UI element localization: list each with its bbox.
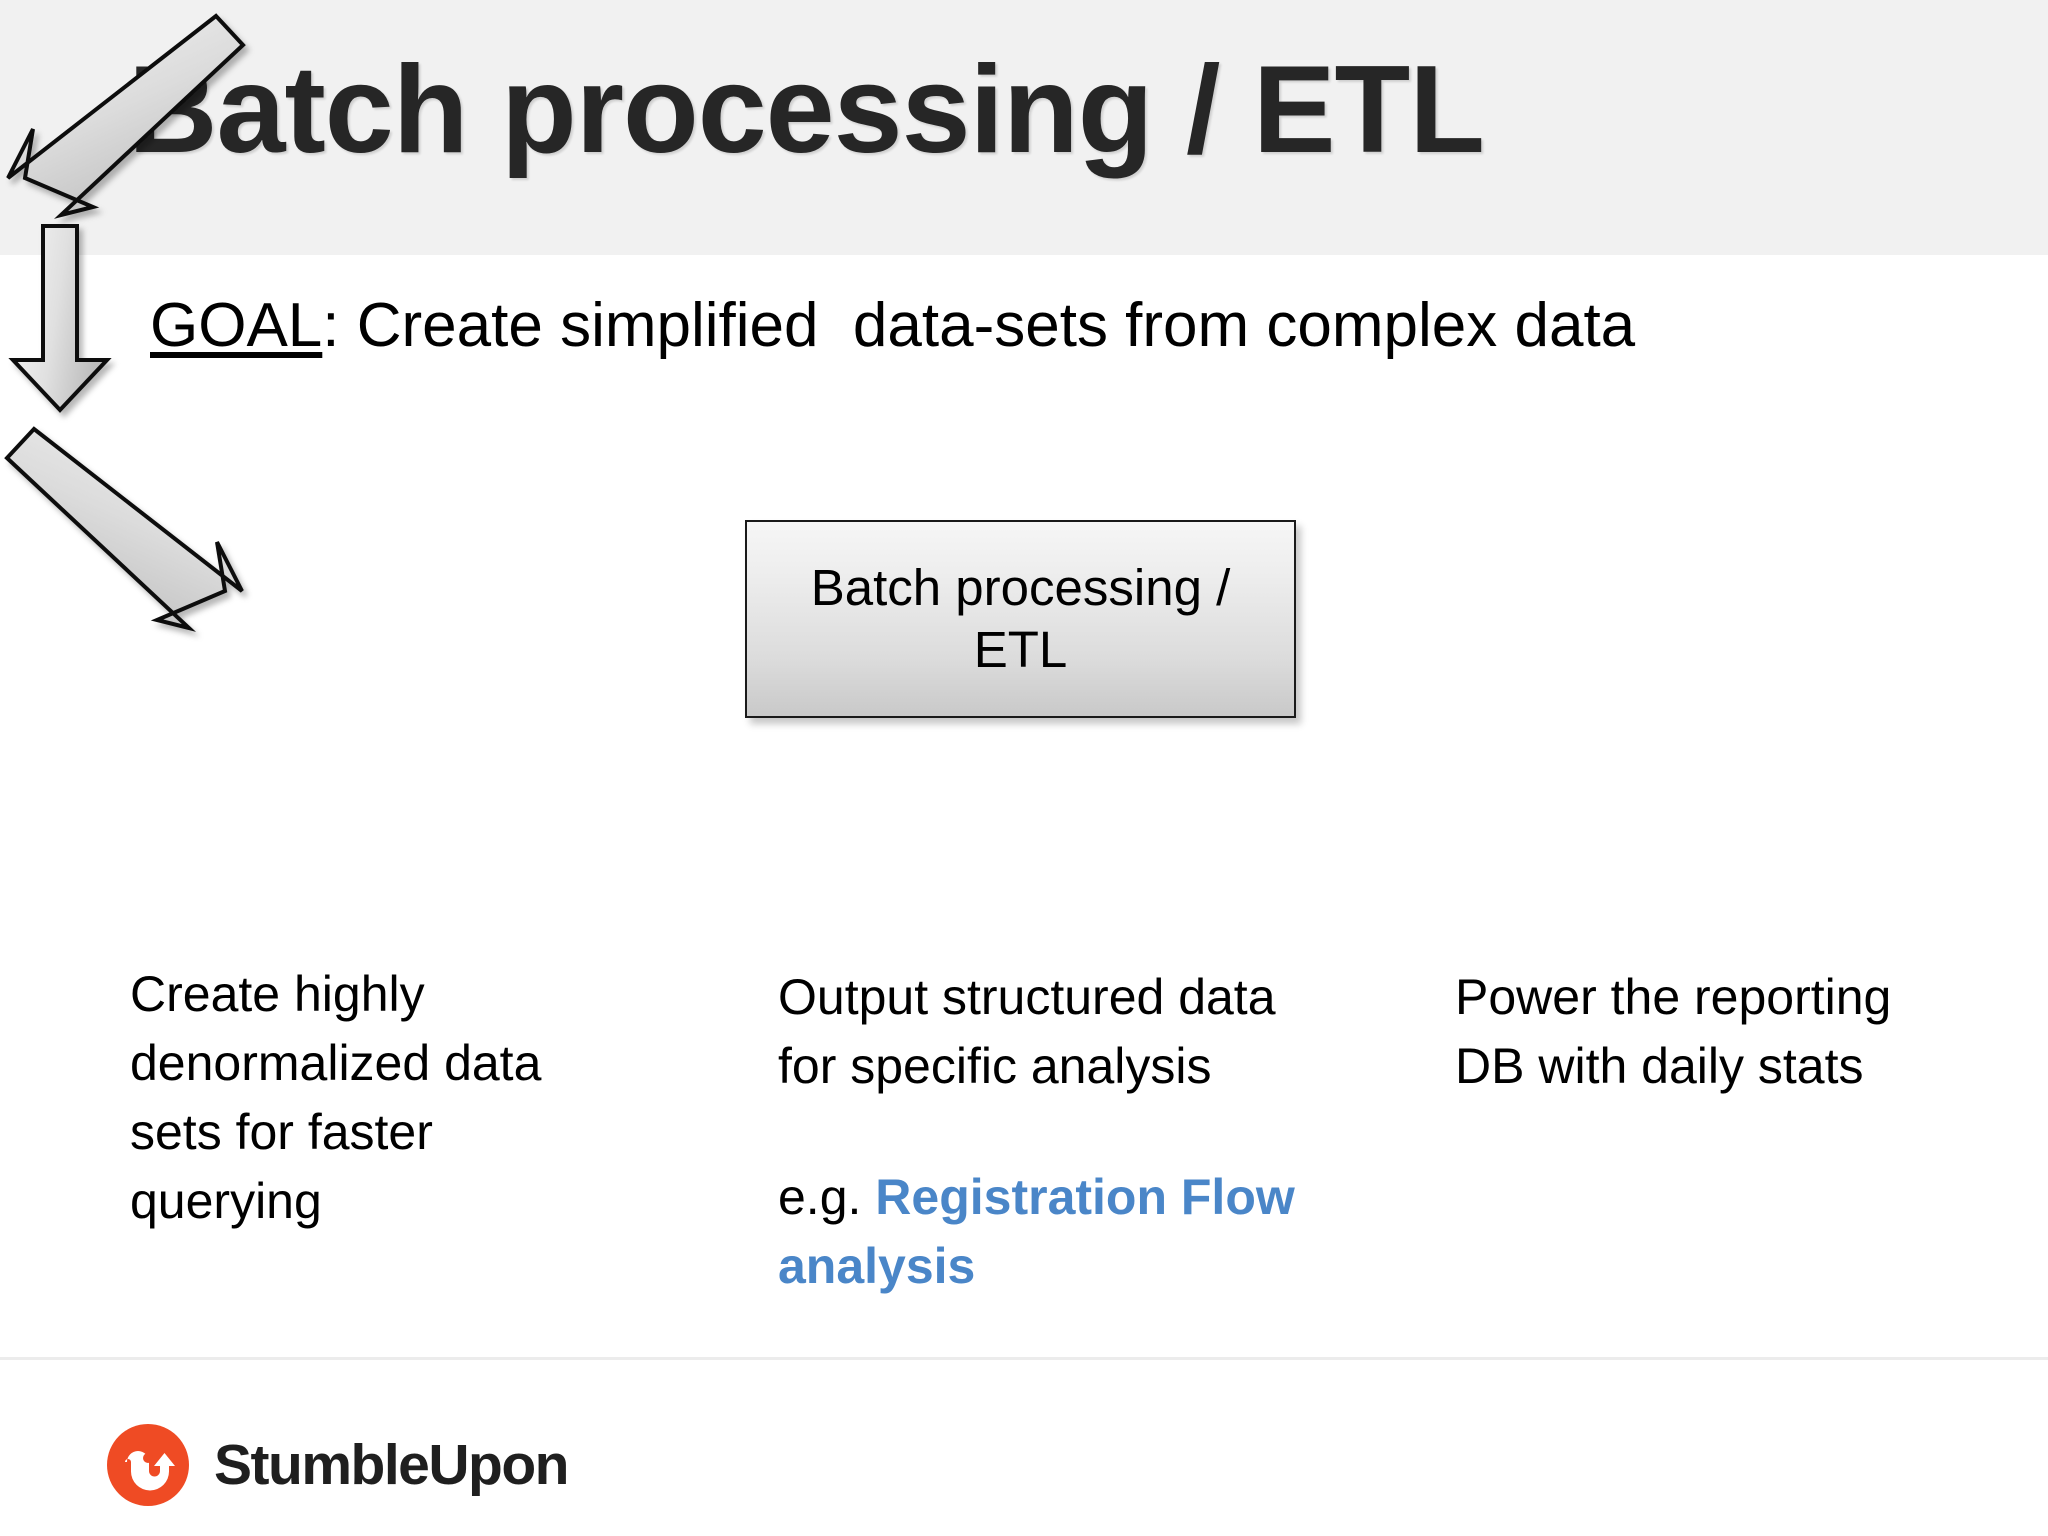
branch-middle-example: e.g. Registration Flow analysis [778, 1163, 1338, 1301]
su-monogram-svg [125, 1451, 175, 1491]
branch-text-middle: Output structured data for specific anal… [778, 963, 1338, 1301]
footer-divider [0, 1357, 2048, 1360]
footer-brand-logo[interactable]: StumbleUpon [107, 1424, 569, 1506]
arrow-down-right-svg [4, 426, 244, 632]
branch-right-body: Power the reporting DB with daily stats [1455, 969, 1892, 1094]
goal-statement: GOAL: Create simplified data-sets from c… [150, 291, 1636, 360]
branch-text-right: Power the reporting DB with daily stats [1455, 963, 1945, 1101]
arrow-down-right-icon [0, 415, 300, 635]
page-title: Batch processing / ETL [128, 41, 1485, 179]
goal-text: Create simplified data-sets from complex… [356, 291, 1636, 360]
goal-separator: : [322, 291, 357, 360]
footer-brand-name: StumbleUpon [214, 1433, 569, 1497]
arrow-down-left-svg [6, 13, 246, 219]
stumbleupon-su-mark-icon [107, 1424, 189, 1506]
process-node-batch-etl[interactable]: Batch processing / ETL [745, 520, 1296, 718]
branch-middle-example-highlight[interactable]: Registration Flow analysis [778, 1169, 1295, 1294]
slide-header-band [0, 0, 2048, 255]
arrow-down-icon [0, 220, 140, 415]
branch-middle-example-prefix: e.g. [778, 1169, 876, 1225]
branch-left-body: Create highly denormalized data sets for… [130, 966, 542, 1229]
process-node-label: Batch processing / ETL [810, 558, 1231, 678]
branch-middle-body: Output structured data for specific anal… [778, 969, 1276, 1094]
goal-label: GOAL [150, 291, 323, 360]
arrow-down-left-icon [0, 0, 300, 220]
arrow-down-svg [8, 224, 112, 413]
branch-text-left: Create highly denormalized data sets for… [130, 960, 600, 1236]
